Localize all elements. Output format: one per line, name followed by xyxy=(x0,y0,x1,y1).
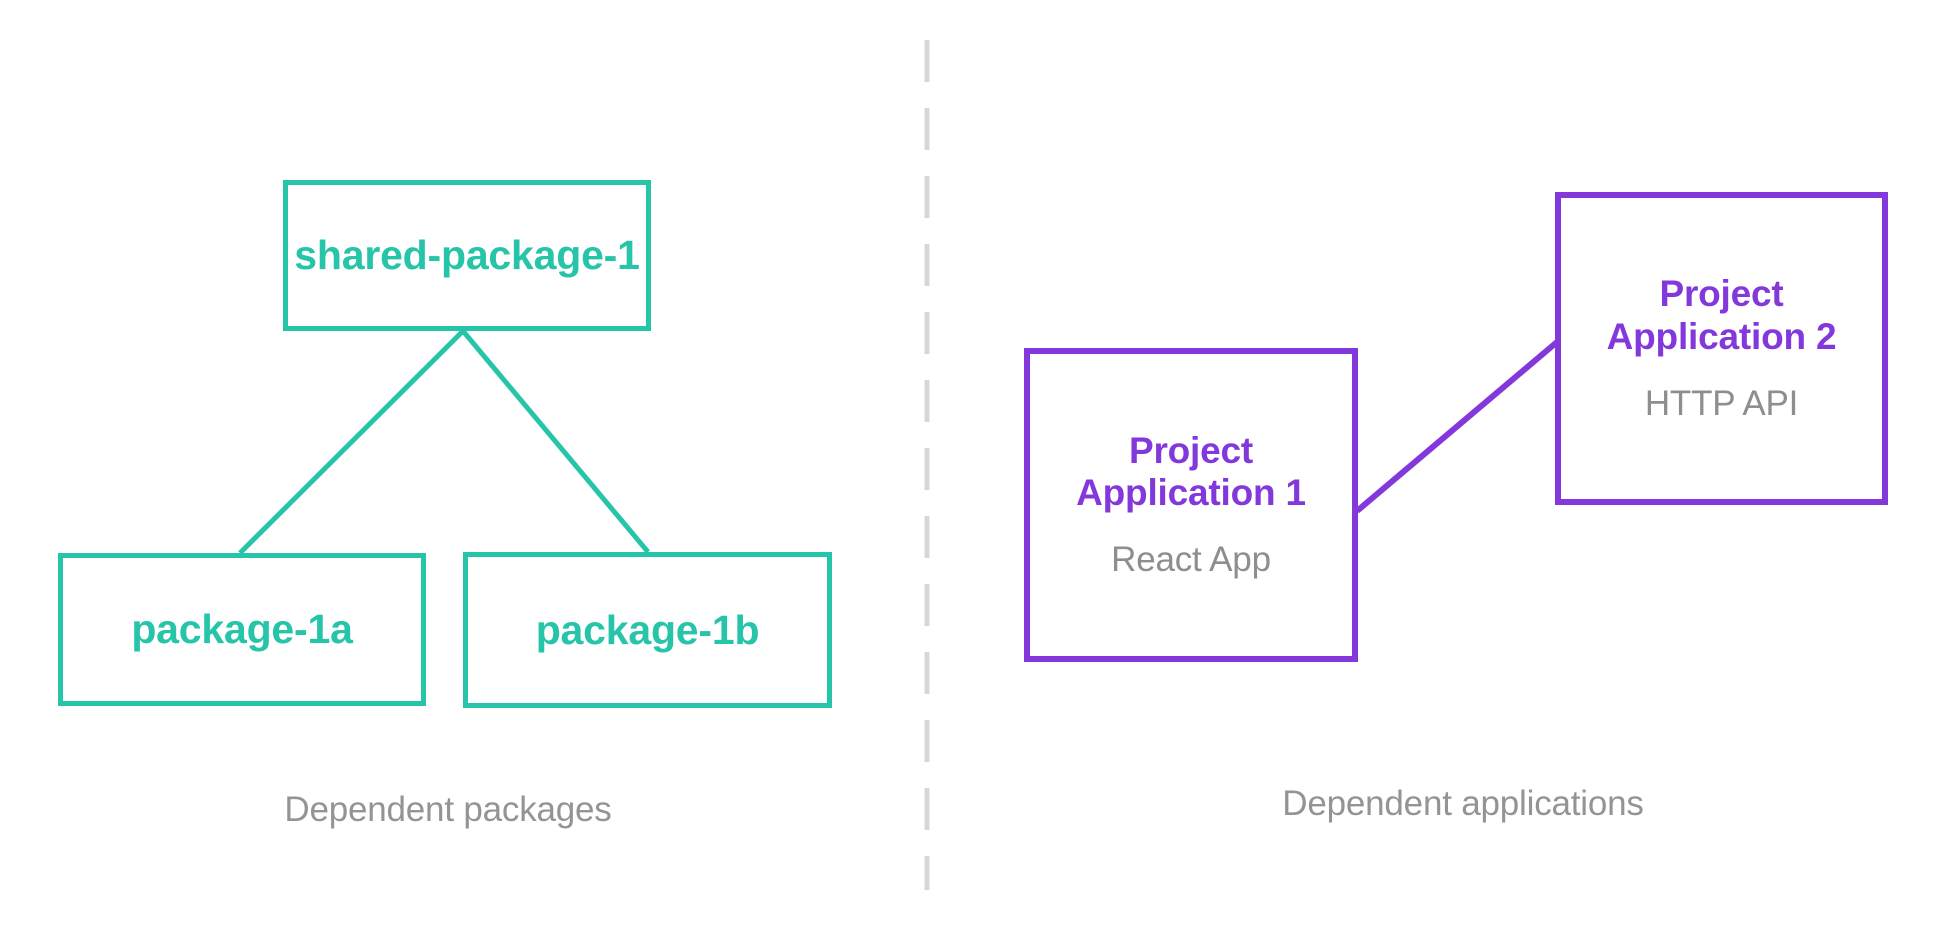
node-project-application-1-label-line1: Project xyxy=(1128,429,1254,471)
node-project-application-1-label: Project Application 1 xyxy=(1076,430,1306,514)
node-package-1b[interactable]: package-1b xyxy=(463,552,832,708)
edge-project-application-1-to-project-application-2 xyxy=(1355,339,1559,514)
node-project-application-2-label-line1: Project xyxy=(1659,273,1784,315)
node-package-1b-label: package-1b xyxy=(535,606,760,653)
node-shared-package-1[interactable]: shared-package-1 xyxy=(283,180,651,331)
caption-dependent-packages: Dependent packages xyxy=(284,790,612,829)
node-shared-package-1-label: shared-package-1 xyxy=(294,232,640,279)
node-project-application-2-label: Project Application 2 xyxy=(1607,273,1837,357)
node-project-application-1[interactable]: Project Application 1 React App xyxy=(1024,348,1358,662)
node-project-application-1-label-line2: Application 1 xyxy=(1076,472,1306,513)
node-project-application-2-label-line2: Application 2 xyxy=(1606,315,1837,357)
node-package-1a-label: package-1a xyxy=(131,606,353,653)
edge-shared-package-1-to-package-1b xyxy=(461,329,650,554)
node-package-1a[interactable]: package-1a xyxy=(58,553,426,706)
node-project-application-2-subtitle: HTTP API xyxy=(1644,383,1799,423)
edge-shared-package-1-to-package-1a xyxy=(238,329,465,555)
node-project-application-1-subtitle: React App xyxy=(1111,540,1271,580)
node-project-application-2[interactable]: Project Application 2 HTTP API xyxy=(1555,192,1888,505)
caption-dependent-applications: Dependent applications xyxy=(1282,784,1644,823)
